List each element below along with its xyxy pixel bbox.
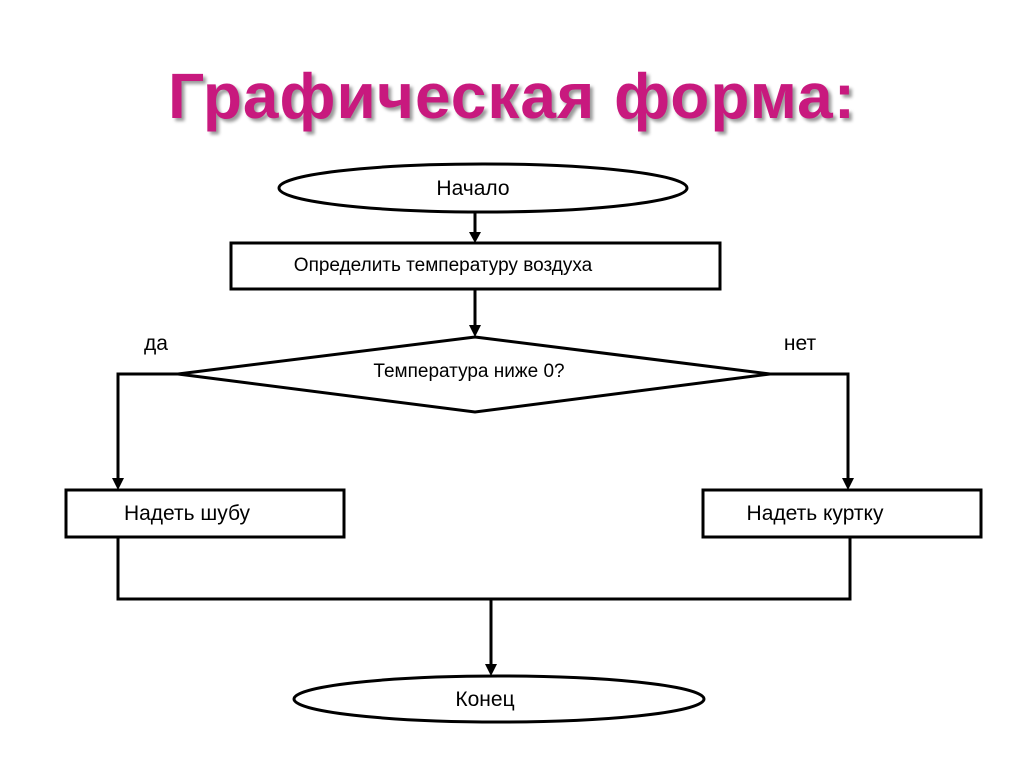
decision-diamond: [177, 335, 771, 414]
arrow-head-decision: [469, 325, 481, 337]
connector-merge: [116, 537, 852, 601]
action-yes-label: Надеть шубу: [124, 502, 251, 525]
arrow-head-end: [485, 664, 497, 676]
end-terminator: [292, 674, 706, 724]
connector-decision-yes: [116, 372, 178, 478]
branch-yes-label: да: [144, 332, 168, 355]
action-no-label: Надеть куртку: [747, 502, 884, 525]
decision-label: Температура ниже 0?: [373, 361, 564, 382]
slide-title: Графическая форма:: [167, 60, 857, 132]
process-label: Определить температуру воздуха: [294, 255, 593, 276]
branch-no-label: нет: [784, 332, 817, 355]
arrow-head-process: [469, 232, 481, 243]
connector-decision-no: [770, 372, 850, 478]
start-label: Начало: [436, 177, 509, 200]
action-yes-box: [64, 488, 346, 539]
start-terminator: [277, 162, 689, 214]
action-no-box: [701, 488, 983, 539]
arrow-head-no: [842, 478, 854, 490]
arrow-head-yes: [112, 478, 124, 490]
end-label: Конец: [455, 688, 514, 711]
